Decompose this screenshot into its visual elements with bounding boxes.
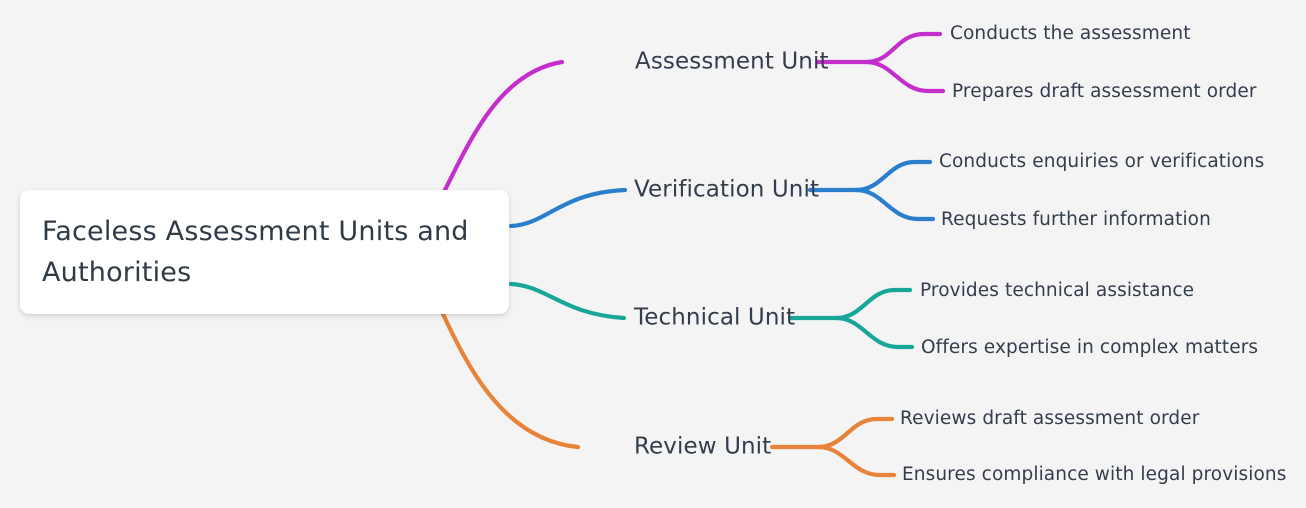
leaf-label-reviews-draft-assessment-order[interactable]: Reviews draft assessment order: [900, 408, 1200, 430]
edge-assessment-unit-to-conducts-the-assessment: [863, 31, 943, 65]
edge-root-to-review-unit: [440, 311, 581, 450]
edge-root-to-assessment-unit: [441, 59, 565, 195]
branch-label-verification-unit[interactable]: Verification Unit: [634, 176, 820, 203]
edge-verification-unit-to-conducts-enquiries-or-verifications: [853, 159, 933, 193]
edge-verification-unit-to-requests-further-information: [853, 187, 936, 222]
leaf-label-ensures-compliance-with-legal-provisions[interactable]: Ensures compliance with legal provisions: [902, 464, 1287, 486]
branch-label-assessment-unit[interactable]: Assessment Unit: [635, 48, 829, 75]
edge-technical-unit-to-provides-technical-assistance: [833, 287, 913, 321]
edge-technical-unit-to-offers-expertise-in-complex-matters: [833, 315, 915, 350]
branch-label-review-unit[interactable]: Review Unit: [634, 433, 772, 460]
edge-review-unit-to-ensures-compliance-with-legal-provisions: [815, 444, 897, 478]
edge-assessment-unit-to-prepares-draft-assessment-order: [863, 59, 946, 94]
leaf-label-prepares-draft-assessment-order[interactable]: Prepares draft assessment order: [952, 81, 1257, 103]
edge-root-to-verification-unit: [508, 187, 628, 229]
root-node[interactable]: Faceless Assessment Units and Authoritie…: [20, 190, 509, 314]
edge-root-to-technical-unit: [508, 281, 627, 321]
leaf-label-conducts-enquiries-or-verifications[interactable]: Conducts enquiries or verifications: [939, 151, 1265, 173]
edge-review-unit-to-reviews-draft-assessment-order: [815, 416, 895, 450]
leaf-label-conducts-the-assessment[interactable]: Conducts the assessment: [950, 23, 1191, 45]
branch-label-technical-unit[interactable]: Technical Unit: [634, 304, 796, 331]
leaf-label-offers-expertise-in-complex-matters[interactable]: Offers expertise in complex matters: [921, 337, 1259, 359]
root-node-label: Faceless Assessment Units and Authoritie…: [42, 215, 469, 288]
leaf-label-provides-technical-assistance[interactable]: Provides technical assistance: [920, 280, 1195, 302]
leaf-label-requests-further-information[interactable]: Requests further information: [941, 209, 1211, 231]
